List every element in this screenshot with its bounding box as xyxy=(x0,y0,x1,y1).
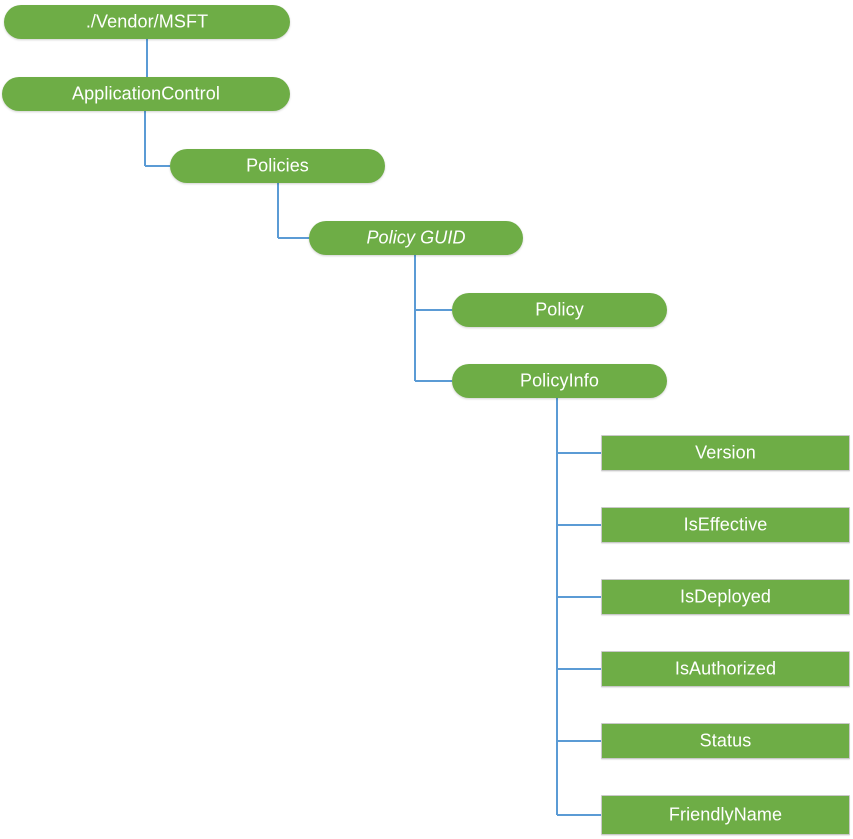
tree-node-label: IsAuthorized xyxy=(674,658,777,679)
tree-node-label: Policy GUID xyxy=(366,227,466,248)
tree-node-label: Policies xyxy=(246,155,309,176)
tree-node-label: IsEffective xyxy=(683,514,768,535)
tree-node-label: ApplicationControl xyxy=(72,83,220,104)
tree-node-policy-info[interactable]: PolicyInfo xyxy=(452,364,667,398)
tree-node-is-authorized[interactable]: IsAuthorized xyxy=(601,651,850,687)
tree-node-policy[interactable]: Policy xyxy=(452,293,667,327)
tree-node-application-control[interactable]: ApplicationControl xyxy=(2,77,290,111)
tree-node-friendly-name[interactable]: FriendlyName xyxy=(601,795,850,835)
tree-node-version[interactable]: Version xyxy=(601,435,850,471)
tree-node-label: Policy xyxy=(535,299,584,320)
tree-node-status[interactable]: Status xyxy=(601,723,850,759)
tree-node-label: FriendlyName xyxy=(668,804,783,825)
tree-node-policies[interactable]: Policies xyxy=(170,149,385,183)
tree-node-is-deployed[interactable]: IsDeployed xyxy=(601,579,850,615)
tree-node-label: IsDeployed xyxy=(679,586,772,607)
tree-node-label: Version xyxy=(695,442,756,463)
tree-node-label: PolicyInfo xyxy=(519,370,600,391)
tree-node-is-effective[interactable]: IsEffective xyxy=(601,507,850,543)
tree-node-label: ./Vendor/MSFT xyxy=(85,11,209,32)
tree-node-label: Status xyxy=(699,730,752,751)
tree-node-vendor-msft[interactable]: ./Vendor/MSFT xyxy=(4,5,290,39)
tree-node-policy-guid[interactable]: Policy GUID xyxy=(309,221,523,255)
